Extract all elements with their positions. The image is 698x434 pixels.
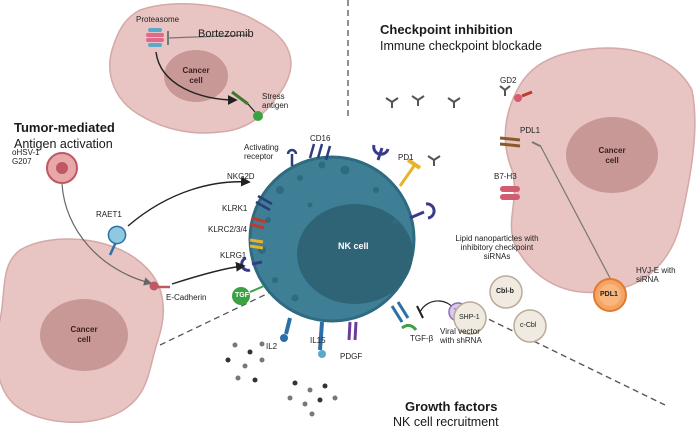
growth-subtitle: NK cell recruitment: [393, 415, 499, 429]
receptor-nkg2d: [255, 194, 273, 212]
receptor-right: [409, 202, 436, 220]
receptor-pdgf: [347, 321, 358, 341]
receptor-activating: [286, 148, 298, 166]
nanoparticle-shp1: [453, 301, 487, 335]
pdl1-marker: [499, 136, 521, 148]
tumor-title: Tumor-mediated: [14, 120, 115, 135]
bortezomib-label: Bortezomib: [198, 28, 254, 40]
bortezomib-inhibition-line: [167, 34, 251, 39]
hvj-virus-icon: [593, 278, 627, 312]
cancer-cell-label-top: Cancer cell: [182, 66, 210, 85]
receptor-klrc: [249, 238, 264, 250]
b7h3-label: B7-H3: [494, 172, 517, 181]
tgf-badge-label: TGF: [235, 292, 249, 299]
divider-lower-right: [479, 314, 666, 406]
ecadherin-label: E-Cadherin: [166, 293, 207, 302]
il15-label: IL15: [310, 336, 326, 345]
viral-vector-label: Viral vector with shRNA: [440, 327, 482, 345]
divider-lower-left: [159, 289, 276, 346]
receptor-pd1: [398, 158, 422, 187]
il15-cytokines: [287, 380, 338, 417]
cd16-label: CD16: [310, 134, 331, 143]
lipid-nanoparticles: [453, 275, 547, 343]
antibodies: [385, 85, 511, 166]
proteasome-label: Proteasome: [136, 15, 180, 24]
nk-cell: [248, 155, 416, 323]
cancer-cell-right: [504, 47, 696, 294]
ccbl-label: c-Cbl: [520, 322, 537, 329]
stress-antigen-label: Stress antigen: [262, 92, 289, 110]
cancer-cell-label-bottom: Cancer cell: [70, 325, 98, 344]
lnp-label: Lipid nanoparticles with inhibitory chec…: [455, 234, 539, 261]
shp1-label: SHP-1: [459, 314, 480, 321]
receptor-top: [372, 144, 390, 161]
nk-cell-label: NK cell: [338, 241, 369, 251]
nanoparticle-cblb: [489, 275, 523, 309]
nanoparticle-ccbl: [513, 309, 547, 343]
cblb-label: Cbl-b: [496, 288, 514, 295]
activating-receptor-label: Activating receptor: [244, 143, 279, 161]
receptor-il2: [280, 317, 292, 342]
checkpoint-subtitle: Immune checkpoint blockade: [380, 39, 542, 53]
cancer-cell-label-right: Cancer cell: [598, 146, 626, 165]
klrg1-label: KLRG1: [220, 251, 247, 260]
ohsv-arrow: [61, 183, 153, 286]
receptor-tgfb: [390, 301, 418, 331]
tgf-badge: [232, 285, 265, 305]
tgfb-label: TGF-β: [410, 334, 434, 343]
receptor-klrk1: [249, 216, 267, 230]
hvj-inhibition-line: [539, 144, 611, 279]
raet1-arrow: [127, 176, 251, 227]
nkg2d-label: NKG2D: [227, 172, 255, 181]
raet1-label: RAET1: [96, 210, 122, 219]
gd2-label: GD2: [500, 76, 517, 85]
checkpoint-title: Checkpoint inhibition: [380, 22, 513, 37]
tumor-subtitle: Antigen activation: [14, 137, 113, 151]
klrc-label: KLRC2/3/4: [208, 225, 248, 234]
pdl1-label: PDL1: [520, 126, 541, 135]
ecadherin-arrow: [171, 261, 246, 285]
hvj-label: HVJ-E with siRNA: [636, 266, 676, 284]
section-dividers: [159, 0, 666, 406]
receptor-cd16: [308, 143, 332, 161]
il2-cytokines: [225, 341, 265, 383]
il2-label: IL2: [266, 342, 278, 351]
receptor-il15: [318, 321, 326, 358]
ohsv-virus-icon: [46, 152, 78, 184]
cancer-cell-bottom-left: [0, 238, 164, 423]
growth-title: Growth factors: [405, 399, 498, 414]
gd2-marker: [514, 90, 533, 102]
ohsv-label: oHSV-1 G207: [12, 148, 40, 166]
raet1-marker: [107, 225, 127, 256]
proteasome-arrow: [155, 51, 238, 105]
b7h3-marker: [500, 186, 520, 200]
stress-antigen-icon: [231, 90, 263, 121]
klrk1-label: KLRK1: [222, 204, 248, 213]
pdl1-virus-label: PDL1: [600, 291, 618, 298]
pd1-label: PD1: [398, 153, 414, 162]
pdgf-label: PDGF: [340, 352, 363, 361]
ecadherin-marker: [149, 281, 170, 291]
proteasome-icon: [146, 28, 164, 47]
